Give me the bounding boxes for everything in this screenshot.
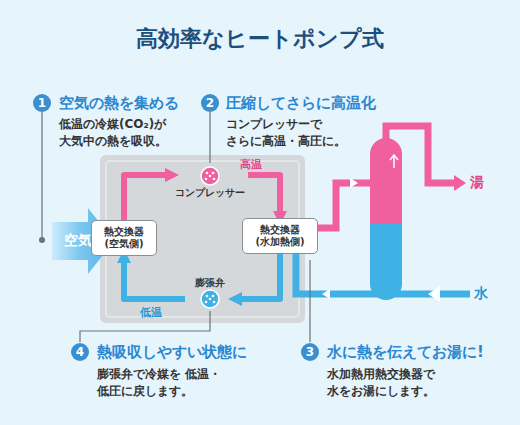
heat-exchanger-box: 熱交換器 (空気側) xyxy=(91,220,157,256)
symbol-dot xyxy=(213,301,216,304)
tank-cold xyxy=(370,224,402,300)
symbol-dot xyxy=(209,298,212,301)
tank-arrow xyxy=(390,155,398,168)
node-text: 熱交換器 (空気側) xyxy=(96,226,152,250)
hot-water-tank xyxy=(370,138,402,300)
high-temp-label: 高温 xyxy=(240,157,262,172)
symbol-dot xyxy=(206,295,209,298)
refrigerant-pipe xyxy=(235,254,280,299)
symbol-circle xyxy=(201,290,219,308)
low-temp-label: 低温 xyxy=(140,305,162,320)
node-text: 空気 xyxy=(64,232,92,250)
symbol-dot xyxy=(205,178,208,181)
symbol-circle xyxy=(201,167,219,185)
callout-number: 4 xyxy=(71,343,89,361)
node-text: コンプレッサー xyxy=(172,186,248,199)
callout-number: 3 xyxy=(301,343,319,361)
leader-line xyxy=(41,112,42,240)
heat-exchanger-box: 熱交換器 (水加熱側) xyxy=(242,218,318,254)
symbol-dot xyxy=(213,178,216,181)
callout-body: 膨張弁で冷媒を 低温・低圧に戻します。 xyxy=(97,366,257,400)
valve-symbol xyxy=(200,289,220,309)
callout-number: 2 xyxy=(201,94,219,112)
node-text: 膨張弁 xyxy=(185,276,235,289)
hot-out-arrow xyxy=(454,175,466,191)
leader-dot xyxy=(39,237,45,243)
callout-body: 低温の冷媒(CO₂)が 大気中の熱を吸収。 xyxy=(59,116,204,150)
symbol-dot xyxy=(212,172,215,175)
tank-hot xyxy=(370,138,402,224)
diagram-title: 高効率なヒートポンプ式 xyxy=(0,24,520,54)
compressor: コンプレッサー xyxy=(172,166,248,199)
callout-heading: 熱吸収しやすい状態に xyxy=(97,343,247,361)
cold-water-label: 水 xyxy=(474,285,488,303)
leader-line xyxy=(209,112,210,163)
callout-body: コンプレッサーで さらに高温・高圧に。 xyxy=(226,116,371,150)
compressor-symbol xyxy=(200,166,220,186)
callout-number: 1 xyxy=(33,94,51,112)
leader-line xyxy=(309,260,310,342)
symbol-dot xyxy=(205,301,208,304)
callout-heading: 空気の熱を集める xyxy=(59,94,179,112)
symbol-dot xyxy=(209,175,212,178)
flow-chevron xyxy=(350,178,358,188)
node-text: 熱交換器 (水加熱側) xyxy=(247,224,313,248)
callout-heading: 水に熱を伝えてお湯に! xyxy=(327,343,484,361)
expansion-valve: 膨張弁 xyxy=(185,276,235,309)
callout-heading: 圧縮してさらに高温化 xyxy=(226,94,376,112)
hot-pipe xyxy=(312,183,374,228)
hot-water-label: 湯 xyxy=(470,174,484,192)
refrigerant-pipe xyxy=(248,175,280,218)
refrigerant-pipe xyxy=(124,256,185,299)
callout-body: 水加熱用熱交換器で 水をお湯にします。 xyxy=(327,366,472,400)
flow-chevron xyxy=(322,289,330,299)
symbol-dot xyxy=(206,172,209,175)
refrigerant-pipe xyxy=(124,175,172,220)
symbol-dot xyxy=(212,295,215,298)
cold-in-arrow xyxy=(428,286,440,302)
